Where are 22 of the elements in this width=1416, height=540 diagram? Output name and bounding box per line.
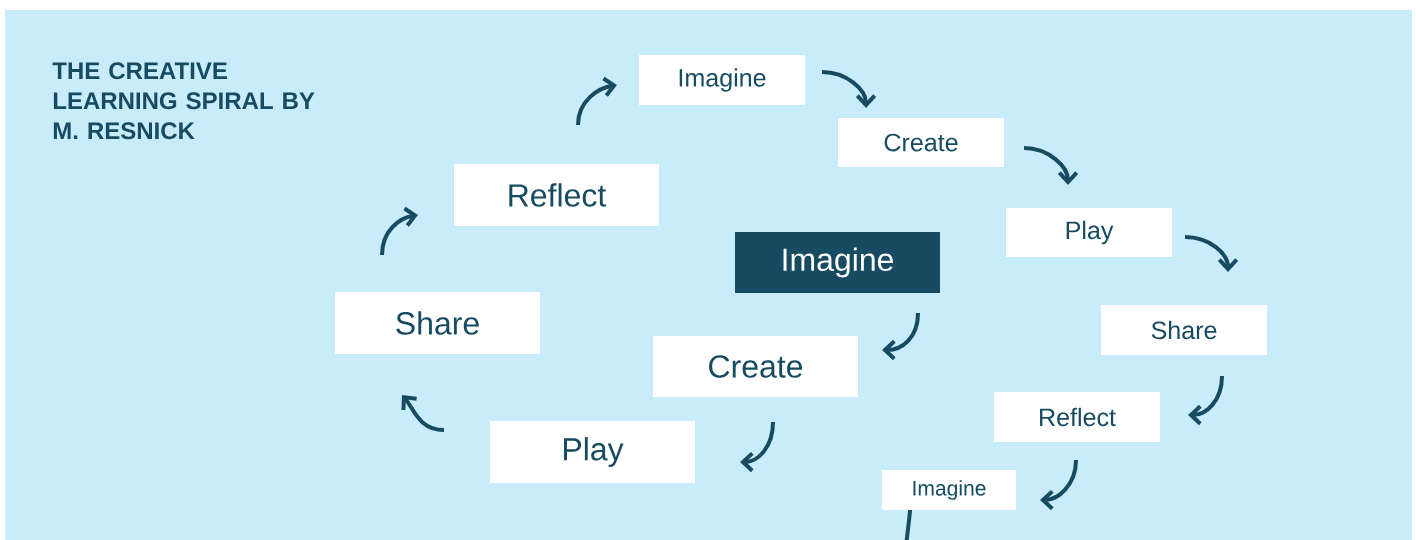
process-box: Share: [335, 292, 540, 354]
curved-arrow: [1184, 235, 1239, 272]
process-box: Share: [1101, 305, 1267, 355]
curved-arrow: [380, 206, 418, 256]
curved-arrow: [576, 76, 617, 126]
process-box: Reflect: [994, 392, 1160, 442]
curved-arrow: [1040, 459, 1078, 511]
process-box: Imagine: [882, 470, 1016, 510]
curved-arrow: [740, 421, 775, 473]
curved-arrow: [821, 70, 877, 108]
curved-arrow: [401, 395, 445, 432]
process-box: Create: [838, 118, 1004, 167]
curved-arrow: [882, 312, 920, 361]
process-box: Imagine: [639, 55, 805, 105]
process-box: Play: [1006, 208, 1172, 257]
process-box: Reflect: [454, 164, 659, 226]
title: THE CREATIVE LEARNING SPIRAL BY M. RESNICK: [52, 62, 315, 140]
process-box: Play: [490, 421, 695, 483]
curved-arrow: [1188, 375, 1224, 426]
process-box: Imagine: [735, 232, 940, 293]
process-box: Create: [653, 336, 858, 397]
curved-arrow: [1023, 146, 1079, 185]
